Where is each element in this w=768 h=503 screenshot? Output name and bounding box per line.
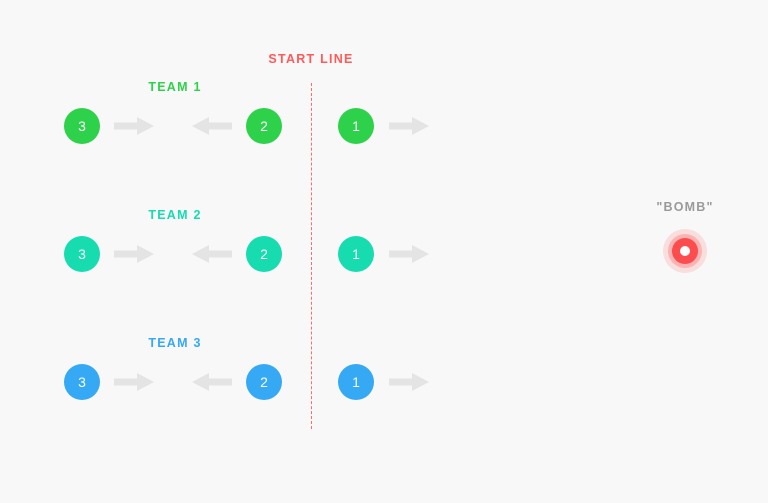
team-row: TEAM 3 3 2 1 [0,336,768,414]
start-line-divider [311,83,312,429]
bomb-group: "BOMB" [633,200,737,290]
arrow-left-icon [191,372,233,392]
player-disc[interactable]: 2 [246,108,282,144]
player-disc[interactable]: 1 [338,364,374,400]
arrow-right-icon [113,372,155,392]
arrow-right-icon [113,116,155,136]
player-disc[interactable]: 1 [338,236,374,272]
team-label: TEAM 1 [148,80,202,94]
team-label: TEAM 2 [148,208,202,222]
player-disc[interactable]: 3 [64,364,100,400]
start-line-label: START LINE [268,52,354,66]
arrow-left-icon [191,116,233,136]
arrow-right-icon [388,372,430,392]
team-label: TEAM 3 [148,336,202,350]
arrow-right-icon [113,244,155,264]
arrow-right-icon [388,244,430,264]
bomb-target-icon[interactable] [663,229,707,273]
bomb-core [680,246,690,256]
player-disc[interactable]: 3 [64,108,100,144]
player-disc[interactable]: 2 [246,364,282,400]
arrow-right-icon [388,116,430,136]
bomb-label: "BOMB" [656,200,714,214]
player-disc[interactable]: 2 [246,236,282,272]
player-disc[interactable]: 1 [338,108,374,144]
player-disc[interactable]: 3 [64,236,100,272]
team-row: TEAM 2 3 2 1 [0,208,768,286]
arrow-left-icon [191,244,233,264]
team-row: TEAM 1 3 2 1 [0,80,768,158]
